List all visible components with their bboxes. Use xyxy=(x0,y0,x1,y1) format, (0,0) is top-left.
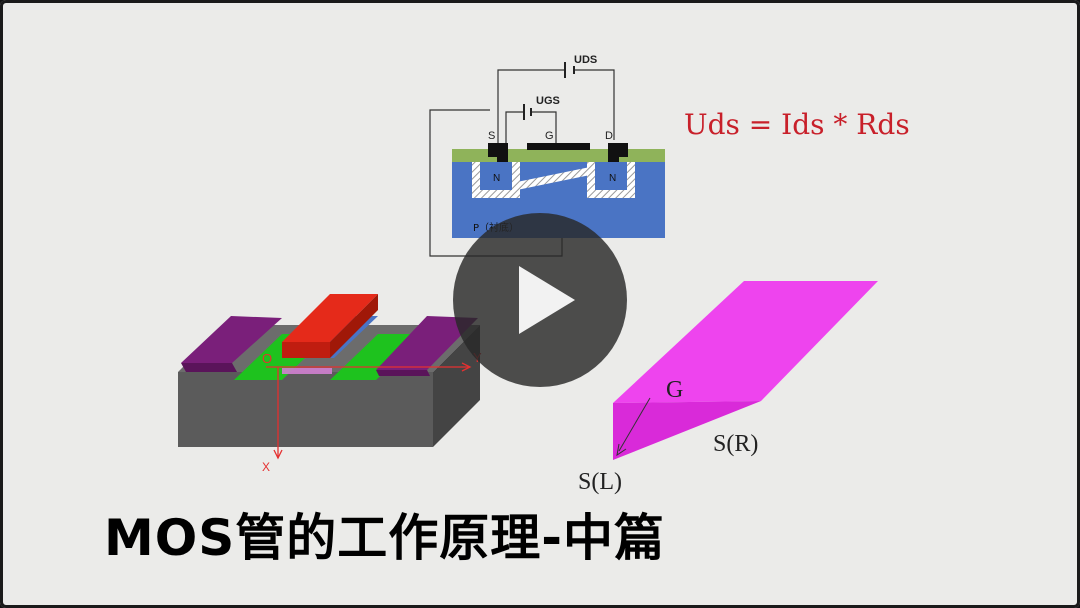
formula-text: Uds = Ids * Rds xyxy=(684,108,910,141)
g-label: G xyxy=(666,377,683,403)
n-left-label: N xyxy=(493,173,500,184)
x-axis-label: X xyxy=(262,460,270,474)
silicon-body xyxy=(178,372,433,447)
gate-contact xyxy=(527,143,590,150)
n-right-label: N xyxy=(609,173,616,184)
source-label: S xyxy=(488,130,495,142)
gate-label: G xyxy=(545,130,554,142)
sr-label: S(R) xyxy=(713,431,758,457)
video-title: MOS管的工作原理-中篇 xyxy=(104,509,666,567)
play-icon xyxy=(519,266,575,334)
sl-label: S(L) xyxy=(578,469,622,495)
origin-label: O xyxy=(262,351,272,366)
drain-contact xyxy=(376,316,478,370)
play-button[interactable] xyxy=(453,213,627,387)
ugs-label: UGS xyxy=(536,95,560,107)
gate-block xyxy=(282,294,378,342)
drain-label: D xyxy=(605,130,613,142)
uds-label: UDS xyxy=(574,54,597,66)
